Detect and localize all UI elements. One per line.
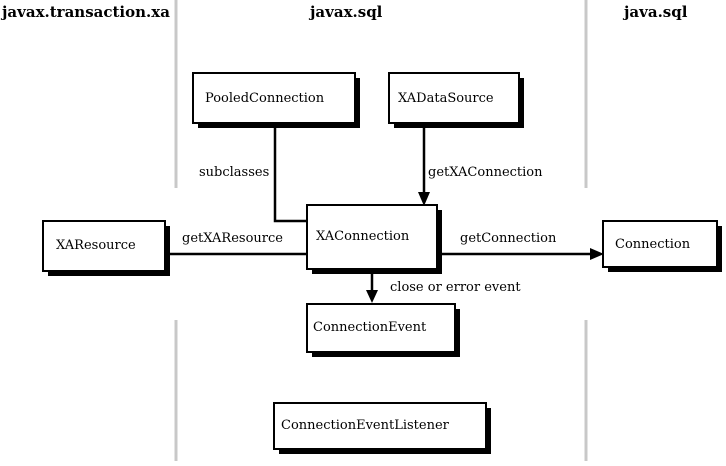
box-connection: Connection: [602, 220, 722, 272]
box-label-xa-resource: XAResource: [56, 238, 136, 253]
get-xa-connection-arrowhead: [418, 192, 430, 206]
package-heading-java-sql: java.sql: [622, 3, 688, 21]
box-connection-event: ConnectionEvent: [306, 303, 460, 357]
edge-label-close-or-error-event: close or error event: [390, 280, 521, 295]
box-xa-data-source: XADataSource: [388, 72, 524, 128]
package-separators: [174, 0, 588, 461]
box-label-connection: Connection: [615, 237, 691, 252]
get-connection-arrowhead: [590, 248, 604, 260]
box-label-pooled-connection: PooledConnection: [205, 91, 325, 106]
edge-label-get-xa-connection: getXAConnection: [428, 165, 543, 180]
box-label-xa-data-source: XADataSource: [398, 91, 494, 106]
box-pooled-connection: PooledConnection: [192, 72, 360, 128]
package-heading-javax-transaction-xa: javax.transaction.xa: [0, 3, 170, 21]
close-or-error-event-arrowhead: [366, 290, 378, 303]
box-label-connection-event: ConnectionEvent: [313, 320, 427, 335]
subclasses-line: [273, 124, 307, 223]
edge-label-subclasses: subclasses: [199, 165, 269, 180]
box-connection-event-listener: ConnectionEventListener: [273, 402, 491, 454]
package-heading-javax-sql: javax.sql: [308, 3, 383, 21]
box-label-connection-event-listener: ConnectionEventListener: [281, 418, 450, 433]
box-xa-connection: XAConnection: [306, 204, 442, 274]
box-xa-resource: XAResource: [42, 220, 170, 276]
box-label-xa-connection: XAConnection: [316, 229, 410, 244]
edge-label-get-connection: getConnection: [460, 231, 557, 246]
edge-label-get-xa-resource: getXAResource: [182, 231, 283, 246]
